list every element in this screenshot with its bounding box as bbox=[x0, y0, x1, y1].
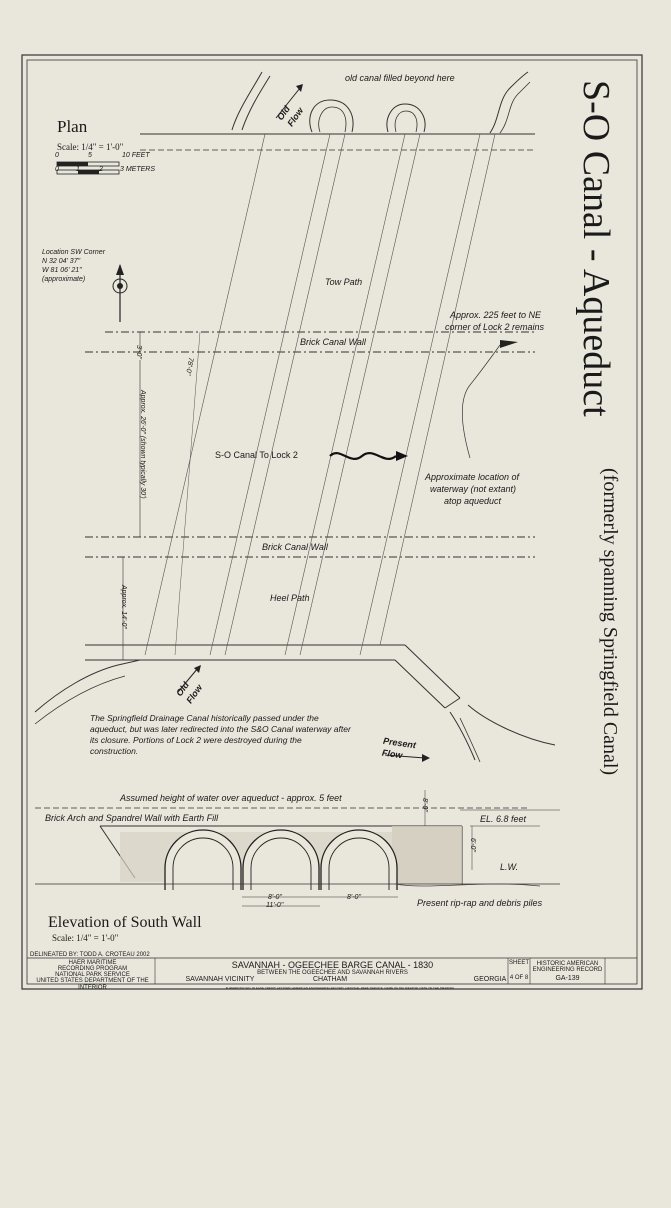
brick-wall-top-label: Brick Canal Wall bbox=[300, 337, 366, 347]
location-line-4: (approximate) bbox=[42, 276, 86, 283]
elevation-heading: Elevation of South Wall bbox=[48, 914, 202, 931]
record-1: HISTORIC AMERICAN bbox=[536, 961, 599, 967]
water-note: Assumed height of water over aqueduct - … bbox=[120, 793, 342, 803]
dim-6: 6'-0" bbox=[469, 838, 476, 852]
dim-14: Approx. 14'-0" bbox=[120, 585, 127, 629]
location-line-1: Location SW Corner bbox=[42, 249, 106, 256]
footer-credit: IF REPRODUCED, PLEASE CREDIT: HISTORIC A… bbox=[225, 986, 455, 990]
tow-path-label: Tow Path bbox=[325, 277, 363, 287]
agency-4: UNITED STATES DEPARTMENT OF THE INTERIOR bbox=[36, 978, 149, 991]
dim-26: Approx. 26'-0" (shown typically 30') bbox=[139, 390, 146, 499]
sheet-number: 4 OF 8 bbox=[509, 975, 529, 981]
agency-1: HAER MARITIME bbox=[68, 960, 117, 966]
lw-label: L.W. bbox=[500, 862, 519, 872]
plan-bar-feet-10: 10 FEET bbox=[122, 152, 150, 159]
county: CHATHAM bbox=[312, 976, 348, 983]
heel-path-label: Heel Path bbox=[270, 593, 310, 603]
project-title: SAVANNAH - OGEECHEE BARGE CANAL - 1830 bbox=[231, 960, 434, 970]
sheet-label: SHEET bbox=[508, 960, 529, 966]
state: GEORGIA bbox=[473, 976, 507, 983]
plan-bar-m-1: 1 bbox=[76, 166, 80, 173]
plan-bar-m-0: 0 bbox=[55, 166, 59, 173]
plan-scale: Scale: 1/4" = 1'-0" bbox=[57, 142, 124, 152]
waterway-note-3: atop aqueduct bbox=[444, 496, 502, 506]
lock-note-1: Approx. 225 feet to NE bbox=[450, 310, 542, 320]
plan-bar-m-3: 3 METERS bbox=[120, 166, 156, 173]
drawing-subtitle: (formerly spanning Springfield Canal) bbox=[595, 468, 625, 1208]
drainage-note: The Springfield Drainage Canal historica… bbox=[90, 713, 351, 756]
plan-heading: Plan bbox=[57, 117, 88, 136]
drawing-sheet: S-O Canal - Aqueduct (formerly spanning … bbox=[21, 54, 643, 991]
lock-note-2: corner of Lock 2 remains bbox=[445, 322, 545, 332]
plan-bar-feet-5: 5 bbox=[88, 152, 92, 159]
location-line-3: W 81 06' 21" bbox=[42, 267, 82, 274]
vicinity: SAVANNAH VICINITY bbox=[185, 976, 255, 983]
dim-8a: 8'-0" bbox=[268, 894, 282, 901]
plan-bar-m-2: 2 bbox=[99, 166, 103, 173]
canal-label: S-O Canal To Lock 2 bbox=[215, 450, 298, 460]
location-line-2: N 32 04' 37" bbox=[42, 258, 81, 265]
title-main: S-O Canal - Aqueduct bbox=[575, 80, 617, 417]
dim-11: 11'-0" bbox=[266, 902, 284, 909]
title-sub: (formerly spanning Springfield Canal) bbox=[599, 468, 621, 776]
old-canal-label: old canal filled beyond here bbox=[345, 73, 455, 83]
brick-wall-bottom-label: Brick Canal Wall bbox=[262, 542, 328, 552]
plan-bar-feet-0: 0 bbox=[55, 152, 59, 159]
elevation-scale: Scale: 1/4" = 1'-0" bbox=[52, 933, 119, 943]
record-2: ENGINEERING RECORD bbox=[532, 967, 603, 973]
waterway-note-2: waterway (not extant) bbox=[430, 484, 517, 494]
agency-3: NATIONAL PARK SERVICE bbox=[55, 972, 130, 978]
agency-2: RECORDING PROGRAM bbox=[57, 966, 128, 972]
drawing-linework bbox=[21, 54, 643, 990]
dim-8-top: 8'-0" bbox=[421, 798, 428, 812]
record-number: GA-139 bbox=[555, 975, 580, 982]
waterway-note-1: Approximate location of bbox=[425, 472, 520, 482]
arch-note: Brick Arch and Spandrel Wall with Earth … bbox=[45, 813, 219, 823]
dim-3: 3'-0" bbox=[135, 345, 142, 359]
riprap-label: Present rip-rap and debris piles bbox=[417, 898, 543, 908]
dim-8b: 8'-0" bbox=[347, 894, 361, 901]
el-label: EL. 6.8 feet bbox=[480, 814, 527, 824]
delineated: DELINEATED BY: TODD A. CROTEAU 2002 bbox=[30, 952, 150, 958]
project-between: BETWEEN THE OGEECHEE AND SAVANNAH RIVERS bbox=[257, 970, 408, 976]
